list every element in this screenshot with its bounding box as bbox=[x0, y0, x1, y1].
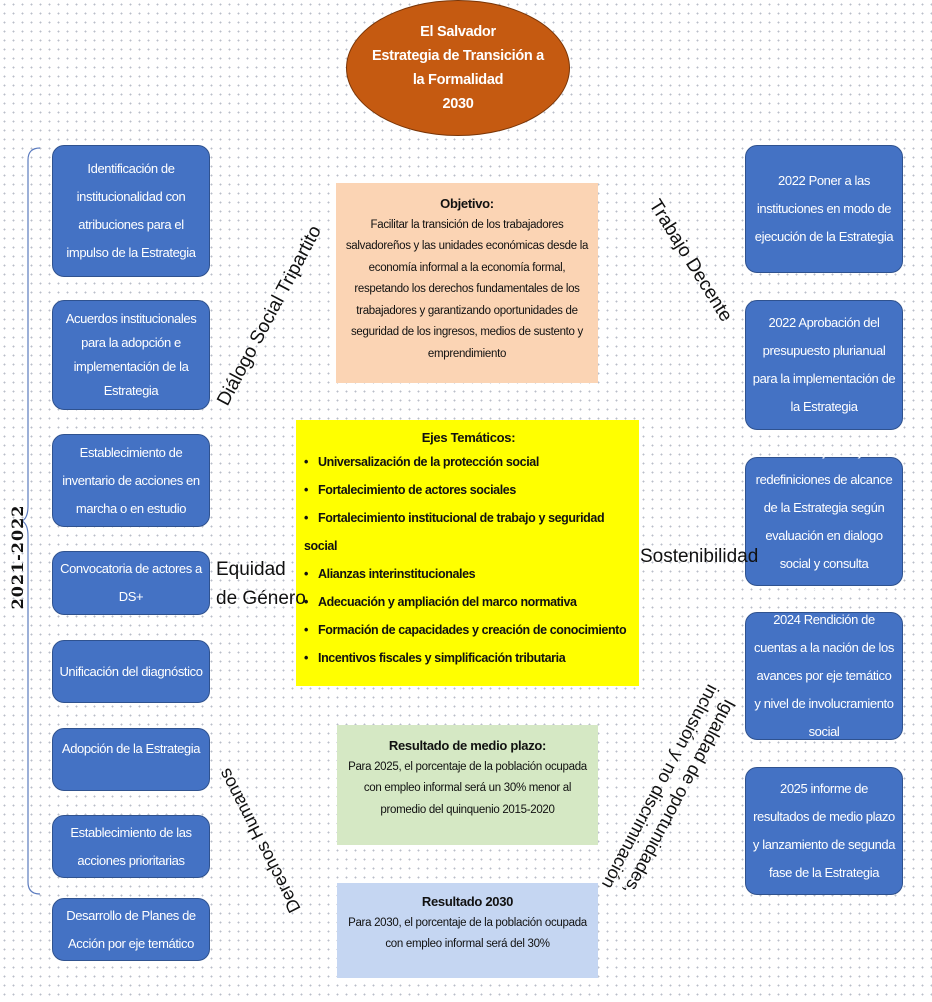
bullet-icon: • bbox=[304, 483, 308, 497]
left-step: Establecimiento de inventario de accione… bbox=[52, 434, 210, 527]
left-step-text: Establecimiento de las acciones priorita… bbox=[70, 824, 192, 868]
principle-equidad-line: Equidad bbox=[216, 559, 286, 580]
left-step: Desarrollo de Planes de Acción por eje t… bbox=[52, 898, 210, 961]
medium-term-result-panel: Resultado de medio plazo: Para 2025, el … bbox=[337, 725, 598, 845]
period-label: 2021-2022 bbox=[8, 504, 27, 610]
result-2030-title: Resultado 2030 bbox=[421, 894, 514, 909]
right-step: 2023 Ajustes y redefiniciones de alcance… bbox=[745, 444, 903, 599]
left-step: Adopción de la Estrategia bbox=[52, 728, 210, 791]
right-step-text: 2022 Aprobación del presupuesto plurianu… bbox=[752, 315, 896, 414]
left-step-text: Identificación de institucionalidad con … bbox=[66, 161, 196, 260]
thematic-axis-item: •Formación de capacidades y creación de … bbox=[304, 616, 633, 644]
title-line: la Formalidad bbox=[412, 72, 504, 88]
objective-text: Facilitar la transición de los trabajado… bbox=[345, 218, 589, 360]
left-step: Establecimiento de las acciones priorita… bbox=[52, 815, 210, 878]
thematic-axes-title: Ejes Temáticos: bbox=[421, 430, 516, 445]
left-step-text: Convocatoria de actores a DS+ bbox=[60, 561, 202, 604]
thematic-axis-item: •Incentivos fiscales y simplificación tr… bbox=[304, 644, 633, 672]
thematic-axes-panel: Ejes Temáticos: •Universalización de la … bbox=[296, 420, 639, 686]
medium-term-result-title: Resultado de medio plazo: bbox=[388, 738, 547, 753]
right-step: 2022 Aprobación del presupuesto plurianu… bbox=[745, 300, 903, 430]
principle-igualdad-line: Igualdad de oportunidades, bbox=[619, 696, 740, 899]
left-step-text: Adopción de la Estrategia bbox=[61, 741, 201, 756]
left-step-text: Desarrollo de Planes de Acción por eje t… bbox=[66, 907, 196, 951]
left-step: Identificación de institucionalidad con … bbox=[52, 145, 210, 277]
thematic-axis-item: •Fortalecimiento de actores sociales bbox=[304, 476, 633, 504]
left-step-text: Establecimiento de inventario de accione… bbox=[62, 444, 200, 516]
principle-dialogo-social: Diálogo Social Tripartito bbox=[213, 222, 326, 410]
principle-trabajo-decente: Trabajo Decente bbox=[644, 195, 737, 326]
principle-derechos-humanos: Derechos Humanos bbox=[214, 765, 305, 917]
result-2030-text: Para 2030, el porcentaje de la población… bbox=[348, 916, 587, 951]
right-step: 2025 informe de resultados de medio plaz… bbox=[745, 767, 903, 895]
principle-sostenibilidad: Sostenibilidad bbox=[640, 546, 759, 567]
thematic-axis-item: •Alianzas interinstitucionales bbox=[304, 560, 633, 588]
title-line: Estrategia de Transición a bbox=[372, 48, 544, 64]
objective-title: Objetivo: bbox=[440, 196, 494, 211]
thematic-axis-item: •Universalización de la protección socia… bbox=[304, 448, 633, 476]
bullet-icon: • bbox=[304, 455, 308, 469]
thematic-axis-item: •Adecuación y ampliación del marco norma… bbox=[304, 588, 633, 616]
bullet-icon: • bbox=[304, 511, 308, 525]
period-bracket bbox=[22, 147, 41, 895]
right-step-text: 2022 Poner a las instituciones en modo d… bbox=[754, 173, 894, 244]
left-step-text: Acuerdos institucionales para la adopció… bbox=[65, 311, 197, 398]
right-step-text: 2024 Rendición de cuentas a la nación de… bbox=[754, 612, 894, 739]
title-line: 2030 bbox=[442, 96, 474, 112]
bullet-icon: • bbox=[304, 651, 308, 665]
medium-term-result-text: Para 2025, el porcentaje de la población… bbox=[348, 760, 587, 816]
right-step-text: 2023 Ajustes y redefiniciones de alcance… bbox=[755, 443, 893, 599]
thematic-axis-item: •Fortalecimiento institucional de trabaj… bbox=[304, 504, 633, 560]
left-step: Unificación del diagnóstico bbox=[52, 640, 210, 703]
objective-panel: Objetivo: Facilitar la transición de los… bbox=[336, 183, 598, 383]
result-2030-panel: Resultado 2030 Para 2030, el porcentaje … bbox=[337, 883, 598, 978]
principle-igualdad: Igualdad de oportunidades, inclusión y n… bbox=[590, 667, 751, 917]
left-step-text: Unificación del diagnóstico bbox=[59, 663, 203, 679]
principle-equidad-line: de Género bbox=[216, 588, 306, 609]
principle-igualdad-line: inclusión y no discriminación bbox=[597, 681, 723, 893]
title-line: El Salvador bbox=[420, 24, 496, 40]
bullet-icon: • bbox=[304, 595, 308, 609]
principle-equidad-genero: Equidad de Género bbox=[216, 555, 306, 613]
right-step: 2022 Poner a las instituciones en modo d… bbox=[745, 145, 903, 273]
bullet-icon: • bbox=[304, 567, 308, 581]
right-step-text: 2025 informe de resultados de medio plaz… bbox=[752, 781, 896, 880]
left-step: Acuerdos institucionales para la adopció… bbox=[52, 300, 210, 410]
title-ellipse: El Salvador Estrategia de Transición a l… bbox=[346, 0, 570, 136]
right-step: 2024 Rendición de cuentas a la nación de… bbox=[745, 612, 903, 740]
thematic-axes-list: •Universalización de la protección socia… bbox=[304, 448, 633, 672]
bullet-icon: • bbox=[304, 623, 308, 637]
left-step: Convocatoria de actores a DS+ bbox=[52, 551, 210, 615]
